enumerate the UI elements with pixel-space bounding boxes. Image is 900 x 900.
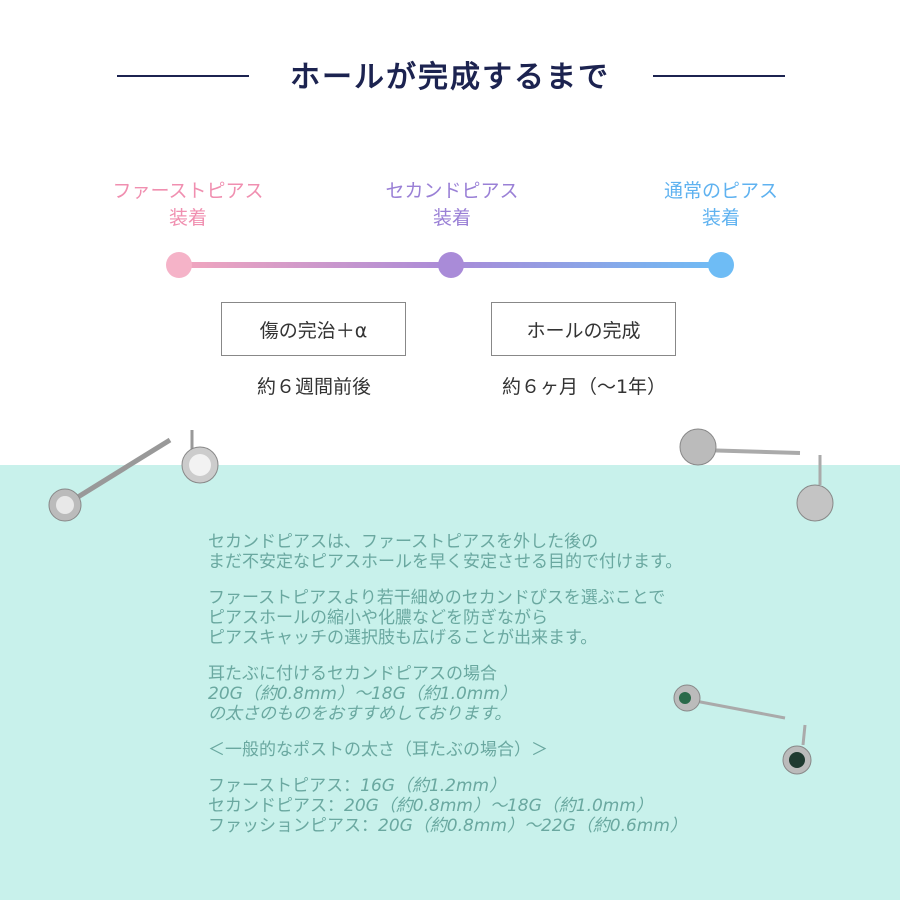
- sizes-heading-text: ＜一般的なポストの太さ（耳たぶの場合）＞: [208, 740, 548, 760]
- stage-label: ファーストピアス: [112, 180, 264, 202]
- stage-sublabel: 装着: [432, 207, 471, 229]
- size-label: ファーストピアス：: [208, 776, 361, 796]
- timeline-dot-second: [438, 252, 464, 278]
- size-value: 16G（約1.2mm）: [360, 776, 507, 796]
- info-text: セカンドピアスは、ファーストピアスを外した後の まだ不安定なピアスホールを早く安…: [208, 532, 687, 852]
- phase-duration-complete: 約６ヶ月（〜1年）: [501, 376, 667, 398]
- phase-box-complete: ホールの完成: [491, 302, 676, 356]
- text-line: ピアスホールの縮小や化膿などを防ぎながら: [208, 608, 548, 628]
- size-value: 20G（約0.8mm）〜18G（約1.0mm）: [344, 796, 653, 816]
- size-label: ファッションピアス：: [208, 816, 378, 836]
- stage-normal: 通常のピアス装着: [611, 178, 831, 232]
- size-value: 20G（約0.8mm）〜22G（約0.6mm）: [378, 816, 687, 836]
- stage-label: 通常のピアス: [663, 180, 778, 202]
- size-row: セカンドピアス：20G（約0.8mm）〜18G（約1.0mm）: [208, 796, 687, 816]
- stage-label: セカンドピアス: [385, 180, 519, 202]
- sizes-list: ファーストピアス：16G（約1.2mm） セカンドピアス：20G（約0.8mm）…: [208, 776, 687, 836]
- timeline-dot-normal: [708, 252, 734, 278]
- earring-illustration-right-bottom: [673, 684, 812, 775]
- info-section: [0, 465, 900, 900]
- phase-duration-healing: 約６週間前後: [256, 376, 371, 398]
- stage-second: セカンドピアス装着: [342, 178, 562, 232]
- text-line: 耳たぶに付けるセカンドピアスの場合: [208, 664, 497, 684]
- text-line: の太さのものをおすすめしております。: [208, 704, 512, 724]
- earring-illustration-left: [48, 430, 219, 522]
- text-line: セカンドピアスは、ファーストピアスを外した後の: [208, 532, 599, 552]
- text-line: ピアスキャッチの選択肢も広げることが出来ます。: [208, 628, 598, 648]
- text-line: 20G（約0.8mm）〜18G（約1.0mm）: [208, 684, 517, 704]
- title-rule-left: [117, 75, 249, 77]
- timeline-dot-first: [166, 252, 192, 278]
- size-row: ファーストピアス：16G（約1.2mm）: [208, 776, 687, 796]
- earring-illustration-right-top: [679, 428, 834, 522]
- sizes-heading: ＜一般的なポストの太さ（耳たぶの場合）＞: [208, 740, 687, 760]
- stage-sublabel: 装着: [701, 207, 740, 229]
- text-line: ファーストピアスより若干細めのセカンドぴスを選ぶことで: [208, 588, 666, 608]
- stage-sublabel: 装着: [168, 207, 207, 229]
- paragraph-recommendation: 耳たぶに付けるセカンドピアスの場合 20G（約0.8mm）〜18G（約1.0mm…: [208, 664, 687, 724]
- text-line: まだ不安定なピアスホールを早く安定させる目的で付けます。: [208, 552, 683, 572]
- phase-box-healing: 傷の完治＋α: [221, 302, 406, 356]
- size-row: ファッションピアス：20G（約0.8mm）〜22G（約0.6mm）: [208, 816, 687, 836]
- paragraph-purpose: セカンドピアスは、ファーストピアスを外した後の まだ不安定なピアスホールを早く安…: [208, 532, 687, 572]
- title-rule-right: [653, 75, 785, 77]
- page-title: ホールが完成するまで: [290, 60, 610, 95]
- stage-first: ファーストピアス装着: [78, 178, 298, 232]
- size-label: セカンドピアス：: [208, 796, 344, 816]
- paragraph-benefits: ファーストピアスより若干細めのセカンドぴスを選ぶことで ピアスホールの縮小や化膿…: [208, 588, 687, 648]
